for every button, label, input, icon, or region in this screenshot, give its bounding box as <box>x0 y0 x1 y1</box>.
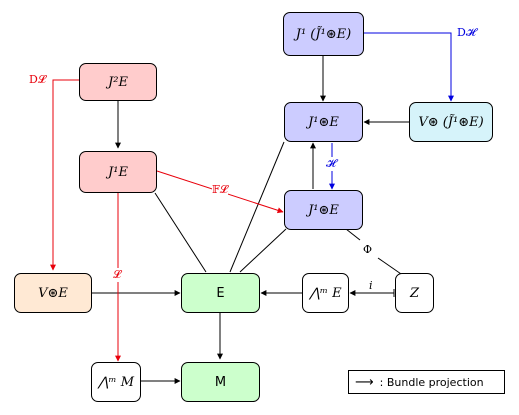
node-wedge-e-label: ⋀ᵐ E <box>309 285 342 301</box>
arrow-dl <box>50 79 79 271</box>
legend-text: : Bundle projection <box>379 375 484 389</box>
node-v-jstar-label: V⊛ (J̃¹⊛E) <box>418 114 484 130</box>
label-i: i <box>369 279 373 292</box>
node-jstar-top: J¹⊛E <box>284 102 363 142</box>
node-m-label: M <box>214 374 227 390</box>
node-e: E <box>181 273 260 313</box>
label-fl: 𝔽𝓛 <box>212 183 228 197</box>
line-j1e-to-e <box>154 192 207 273</box>
label-l: 𝓛 <box>113 268 121 282</box>
node-wedge-e: ⋀ᵐ E <box>302 273 349 313</box>
node-jstar-mid: J¹⊛E <box>284 190 363 230</box>
node-vstar-e: V⊛E <box>14 273 92 313</box>
label-dh: D𝓗 <box>457 26 476 39</box>
node-m: M <box>181 362 260 402</box>
node-j1-jstar-label: J¹ (J̃¹⊛E) <box>295 26 352 42</box>
legend-arrow-icon: ⟶ <box>355 374 374 390</box>
node-jstar-mid-label: J¹⊛E <box>308 202 339 218</box>
node-wedge-m-label: ⋀ᵐ M <box>97 374 135 390</box>
node-z-label: Z <box>409 285 420 301</box>
arrow-dh <box>364 32 454 102</box>
node-j2e: J²E <box>79 63 157 101</box>
node-e-label: E <box>216 285 225 301</box>
node-j1-jstar: J¹ (J̃¹⊛E) <box>283 12 364 56</box>
line-jstarmid-to-e <box>239 228 287 273</box>
node-j1e-label: J¹E <box>108 164 128 180</box>
node-vstar-e-label: V⊛E <box>38 285 68 301</box>
node-v-jstar: V⊛ (J̃¹⊛E) <box>409 102 493 142</box>
line-jstartop-to-e <box>229 141 285 273</box>
node-j2e-label: J²E <box>108 74 128 90</box>
line-jstarmid-to-phi <box>345 228 361 241</box>
node-jstar-top-label: J¹⊛E <box>308 114 339 130</box>
node-wedge-m: ⋀ᵐ M <box>91 362 141 402</box>
node-j1e: J¹E <box>79 151 157 193</box>
node-z: Z <box>395 273 434 313</box>
label-dl: D𝓛 <box>29 73 46 86</box>
label-phi: Φ <box>363 243 373 256</box>
label-h: 𝓗 <box>326 157 336 171</box>
legend-box: ⟶ : Bundle projection <box>348 370 505 394</box>
